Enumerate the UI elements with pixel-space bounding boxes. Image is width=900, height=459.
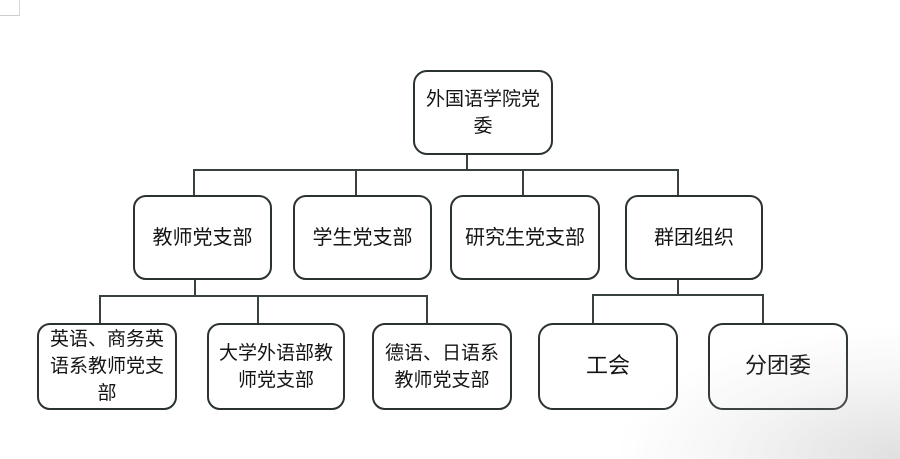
org-node-english-business-english-branch: 英语、商务英 语系教师党支 部	[37, 323, 177, 410]
org-node-college-foreign-language-branch: 大学外语部教 师党支部	[207, 323, 345, 410]
org-node-student-party-branch: 学生党支部	[293, 195, 432, 280]
scan-corner-artifact	[0, 0, 20, 16]
org-node-graduate-party-branch: 研究生党支部	[450, 195, 600, 280]
org-node-labor-union: 工会	[538, 323, 678, 410]
connector-mass-to-sub-branches	[592, 278, 764, 325]
connector-teacher-to-sub-branches	[99, 278, 428, 325]
org-node-mass-organizations: 群团组织	[625, 195, 763, 280]
org-node-teacher-party-branch: 教师党支部	[133, 195, 272, 280]
org-node-german-japanese-branch: 德语、日语系 教师党支部	[372, 323, 512, 410]
org-node-youth-league-committee: 分团委	[708, 323, 848, 410]
connector-root-to-branches	[193, 152, 679, 197]
org-node-college-party-committee: 外国语学院党委	[413, 70, 553, 155]
